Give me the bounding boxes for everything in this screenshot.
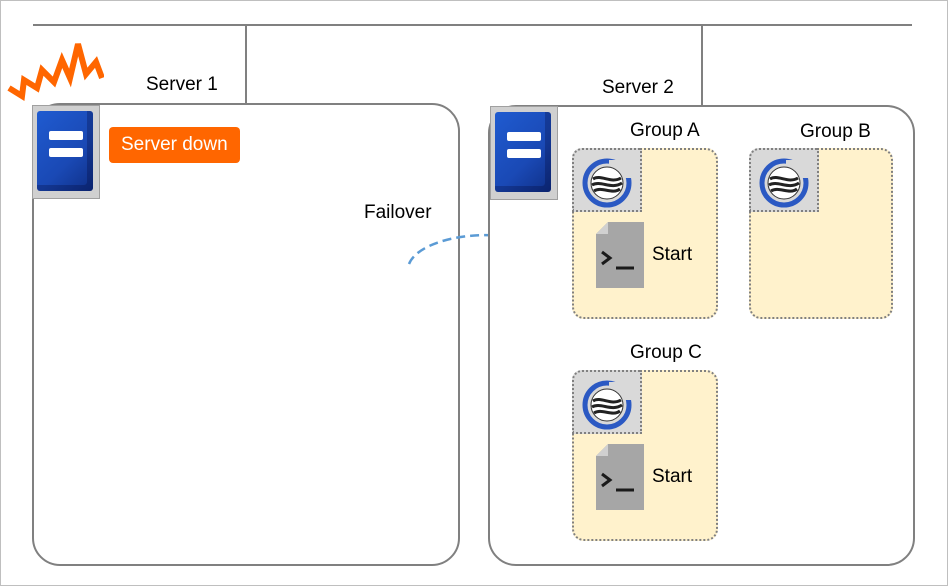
server2-icon	[490, 106, 558, 200]
group-resource-icon	[572, 148, 642, 212]
group-resource-icon	[749, 148, 819, 212]
script-icon	[596, 444, 644, 510]
server1-icon	[32, 105, 100, 199]
group-a-label: Group A	[630, 120, 700, 141]
group-b-label: Group B	[800, 121, 871, 142]
server1-box	[32, 103, 460, 566]
group-c-label: Group C	[630, 342, 702, 363]
failover-label: Failover	[364, 202, 432, 223]
server2-label: Server 2	[602, 77, 674, 98]
group-resource-icon	[572, 370, 642, 434]
group-a-start-label: Start	[652, 244, 693, 265]
group-c-start-label: Start	[652, 466, 693, 487]
alert-burst-icon	[7, 43, 104, 101]
server1-label: Server 1	[146, 74, 218, 95]
server-down-badge: Server down	[109, 127, 240, 163]
script-icon	[596, 222, 644, 288]
